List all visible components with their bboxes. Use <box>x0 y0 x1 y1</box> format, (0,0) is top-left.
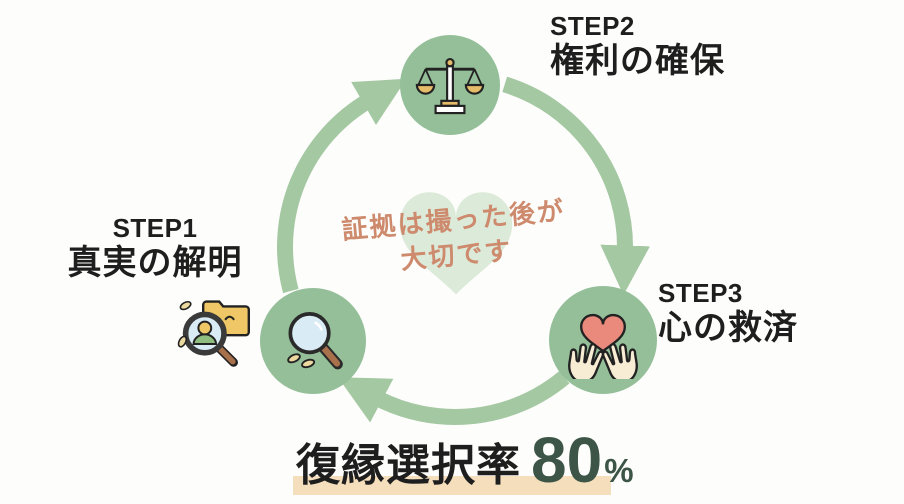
leaf-icon <box>287 353 316 369</box>
arrow-step3-to-step1 <box>337 371 570 425</box>
person-head-icon <box>197 320 213 336</box>
leaf-icon <box>177 335 188 348</box>
step3-block: STEP3 心の救済 <box>658 278 798 348</box>
step1-label: STEP1 <box>112 213 198 243</box>
footer-stat: 復縁選択率 80 % <box>296 428 634 492</box>
heart-hands-icon <box>568 313 638 379</box>
footer-stat-value: 80 <box>531 424 603 496</box>
step2-label: STEP2 <box>550 11 635 41</box>
footer-highlight-bar <box>293 476 611 495</box>
arrow-step1-to-step2 <box>277 78 407 294</box>
step3-title: 心の救済 <box>658 308 798 347</box>
step2-title: 権利の確保 <box>550 41 725 80</box>
scales-icon <box>415 58 485 115</box>
step3-label: STEP3 <box>658 278 743 308</box>
footer-stat-unit: % <box>604 452 634 489</box>
step1-block: STEP1 真実の解明 <box>50 213 260 283</box>
heart-watermark <box>399 192 513 295</box>
magnifier-icon <box>287 312 343 370</box>
person-body-icon <box>192 333 218 345</box>
leaf-icon <box>179 300 192 311</box>
step1-title: 真実の解明 <box>67 243 243 282</box>
search-person-folder-icon <box>177 300 250 367</box>
arrow-step2-to-step3 <box>502 76 650 296</box>
step2-block: STEP2 権利の確保 <box>550 11 725 81</box>
footer-stat-label: 復縁選択率 <box>296 441 521 490</box>
